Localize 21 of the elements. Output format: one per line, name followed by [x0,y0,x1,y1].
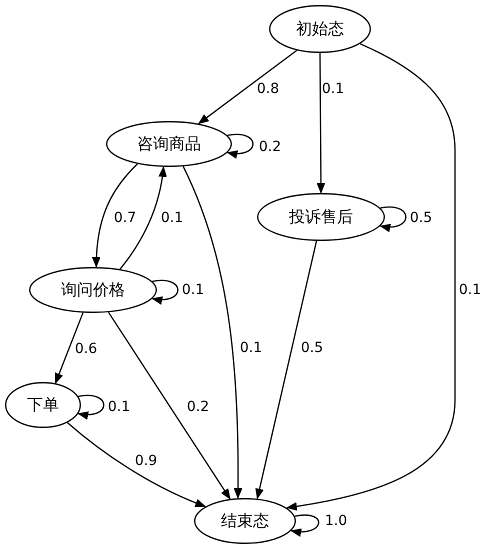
arrow [66,422,206,508]
state-ellipse: 结束态 [194,498,296,544]
state-ellipse: 初始态 [269,5,371,53]
arrow [316,53,326,194]
arrow [108,312,231,500]
arrow [182,166,242,498]
arrow [92,163,138,268]
state-ellipse: 咨询商品 [106,121,232,167]
arrow [54,312,84,384]
loop-arrow [380,206,406,232]
arrow [255,240,318,499]
arrow [198,50,298,124]
loop-arrow [227,134,254,158]
state-ellipse: 下单 [5,382,81,428]
state-ellipse: 询问价格 [29,267,157,313]
loop-arrow [290,514,320,536]
state-ellipse: 投诉售后 [257,193,385,241]
arrow [286,43,456,511]
arrow [120,166,167,270]
loop-arrow [152,280,178,304]
loop-arrow [78,394,104,420]
